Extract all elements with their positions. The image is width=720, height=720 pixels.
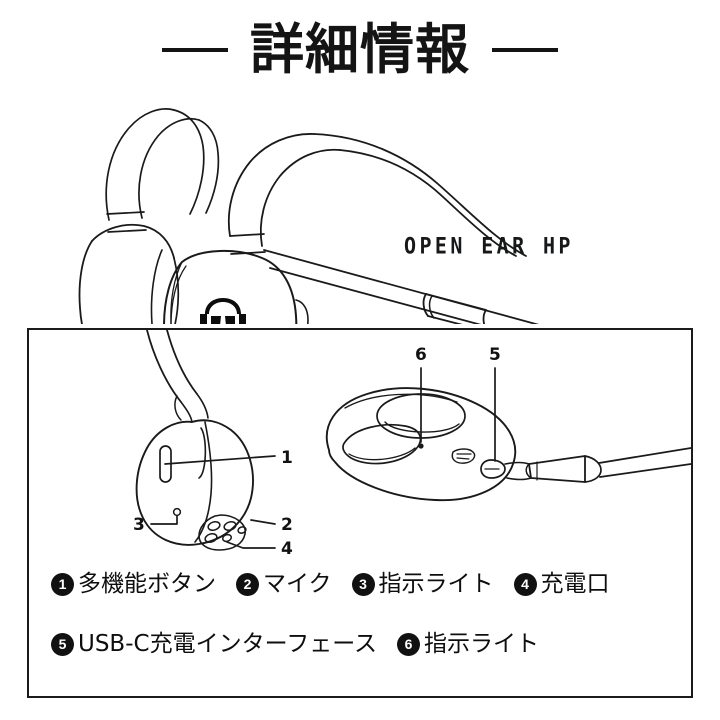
callout-diagram: 1 2 3 4 5 6 (133, 330, 691, 558)
legend-row: 5 USB-C充電インターフェース 6 指示ライト (51, 622, 675, 666)
page-title-row: 詳細情報 (0, 14, 720, 86)
callout-label-5: 5 (489, 345, 501, 365)
legend-label-2: マイク (263, 570, 332, 597)
page-title: 詳細情報 (250, 18, 470, 81)
brand-wordmark: OPEN EAR HP (404, 232, 574, 259)
legend-label-6: 指示ライト (424, 630, 540, 657)
monster-logo-icon (200, 298, 246, 324)
legend-bullet-4: 4 (513, 572, 537, 596)
legend-bullet-2: 2 (236, 572, 259, 596)
legend-item-3: 3 指示ライト (351, 570, 494, 597)
legend-item-4: 4 充電口 (513, 570, 610, 597)
legend-label-3: 指示ライト (378, 570, 494, 597)
callout-label-6: 6 (415, 345, 427, 365)
legend-row: 1 多機能ボタン 2 マイク 3 指示ライト 4 充電口 (51, 562, 675, 606)
legend-bullet-6: 6 (397, 632, 421, 656)
callout-label-3: 3 (133, 515, 145, 535)
callout-label-4: 4 (281, 539, 293, 558)
hero-section: OPEN EAR HP (0, 86, 720, 324)
callout-label-2: 2 (281, 515, 293, 535)
headphone-illustration (78, 108, 540, 324)
legend-item-2: 2 マイク (236, 570, 332, 597)
legend-item-5: 5 USB-C充電インターフェース (51, 630, 378, 657)
legend-bullet-3: 3 (351, 572, 375, 596)
title-rule-right (492, 48, 558, 52)
legend-label-5: USB-C充電インターフェース (78, 630, 378, 657)
legend: 1 多機能ボタン 2 マイク 3 指示ライト 4 充電口 5 (51, 562, 675, 666)
legend-label-4: 充電口 (540, 570, 610, 597)
legend-bullet-5: 5 (51, 632, 74, 656)
title-rule-left (162, 48, 228, 52)
detail-panel: 1 2 3 4 5 6 1 多機能ボタン 2 マイク 3 指示ライト (27, 328, 693, 698)
legend-bullet-1: 1 (51, 572, 74, 596)
legend-label-1: 多機能ボタン (78, 570, 216, 597)
legend-item-6: 6 指示ライト (397, 630, 540, 657)
callout-label-1: 1 (281, 448, 293, 468)
legend-item-1: 1 多機能ボタン (51, 570, 216, 597)
